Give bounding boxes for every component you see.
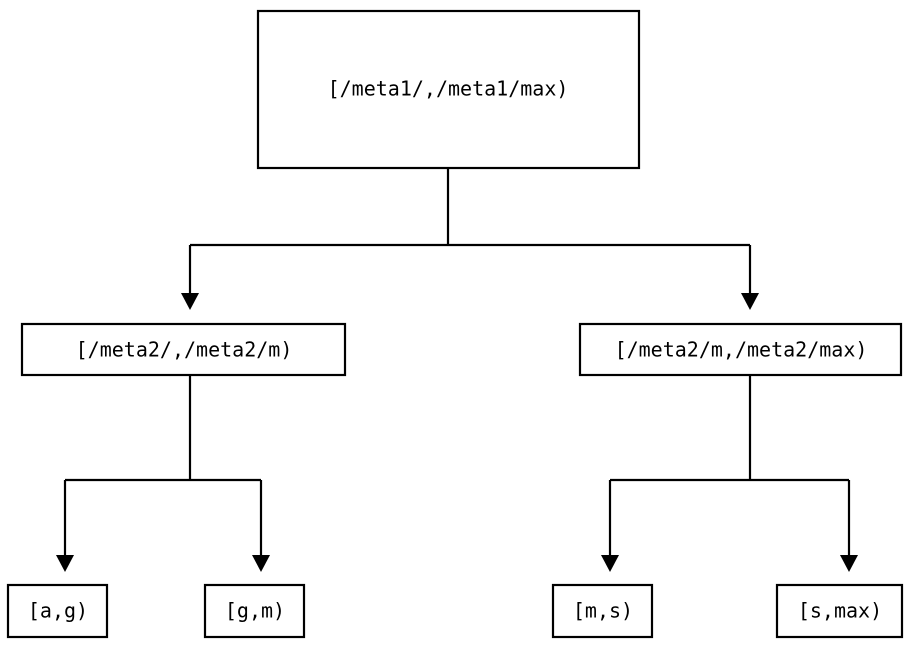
node-box-leaf-gm[interactable] [203, 583, 306, 639]
arrow-head-icon-leaf-smax [840, 555, 858, 572]
arrow-head-icon-leaf-gm [252, 555, 270, 572]
arrow-head-icon-leaf-ag [56, 555, 74, 572]
nodes-group: [/meta1/,/meta1/max) [/meta2/,/meta2/m) [/… [6, 9, 904, 639]
node-box-leaf-ag[interactable] [6, 583, 109, 639]
node-box-mid-right[interactable] [578, 322, 903, 377]
tree-node-mid-left[interactable]: [/meta2/,/meta2/m) [20, 322, 347, 377]
node-box-leaf-smax[interactable] [775, 583, 904, 639]
connectors-group [56, 168, 858, 572]
arrow-head-icon-leaf-ms [601, 555, 619, 572]
node-box-root[interactable] [256, 9, 641, 170]
tree-node-leaf-ms[interactable]: [m,s) [551, 583, 654, 639]
node-label-leaf-smax: [s,max) [798, 599, 882, 623]
arrow-head-icon-mid-right [741, 293, 759, 310]
arrow-head-icon-mid-left [181, 293, 199, 310]
node-label-mid-left: [/meta2/,/meta2/m) [76, 338, 293, 362]
node-label-leaf-gm: [g,m) [225, 599, 285, 623]
node-box-mid-left[interactable] [20, 322, 347, 377]
node-box-leaf-ms[interactable] [551, 583, 654, 639]
node-label-leaf-ag: [a,g) [28, 599, 88, 623]
tree-node-leaf-smax[interactable]: [s,max) [775, 583, 904, 639]
tree-node-root[interactable]: [/meta1/,/meta1/max) [256, 9, 641, 170]
tree-node-leaf-gm[interactable]: [g,m) [203, 583, 306, 639]
node-label-mid-right: [/meta2/m,/meta2/max) [615, 338, 868, 362]
tree-node-leaf-ag[interactable]: [a,g) [6, 583, 109, 639]
tree-node-mid-right[interactable]: [/meta2/m,/meta2/max) [578, 322, 903, 377]
node-label-root: [/meta1/,/meta1/max) [328, 77, 569, 101]
node-label-leaf-ms: [m,s) [573, 599, 633, 623]
